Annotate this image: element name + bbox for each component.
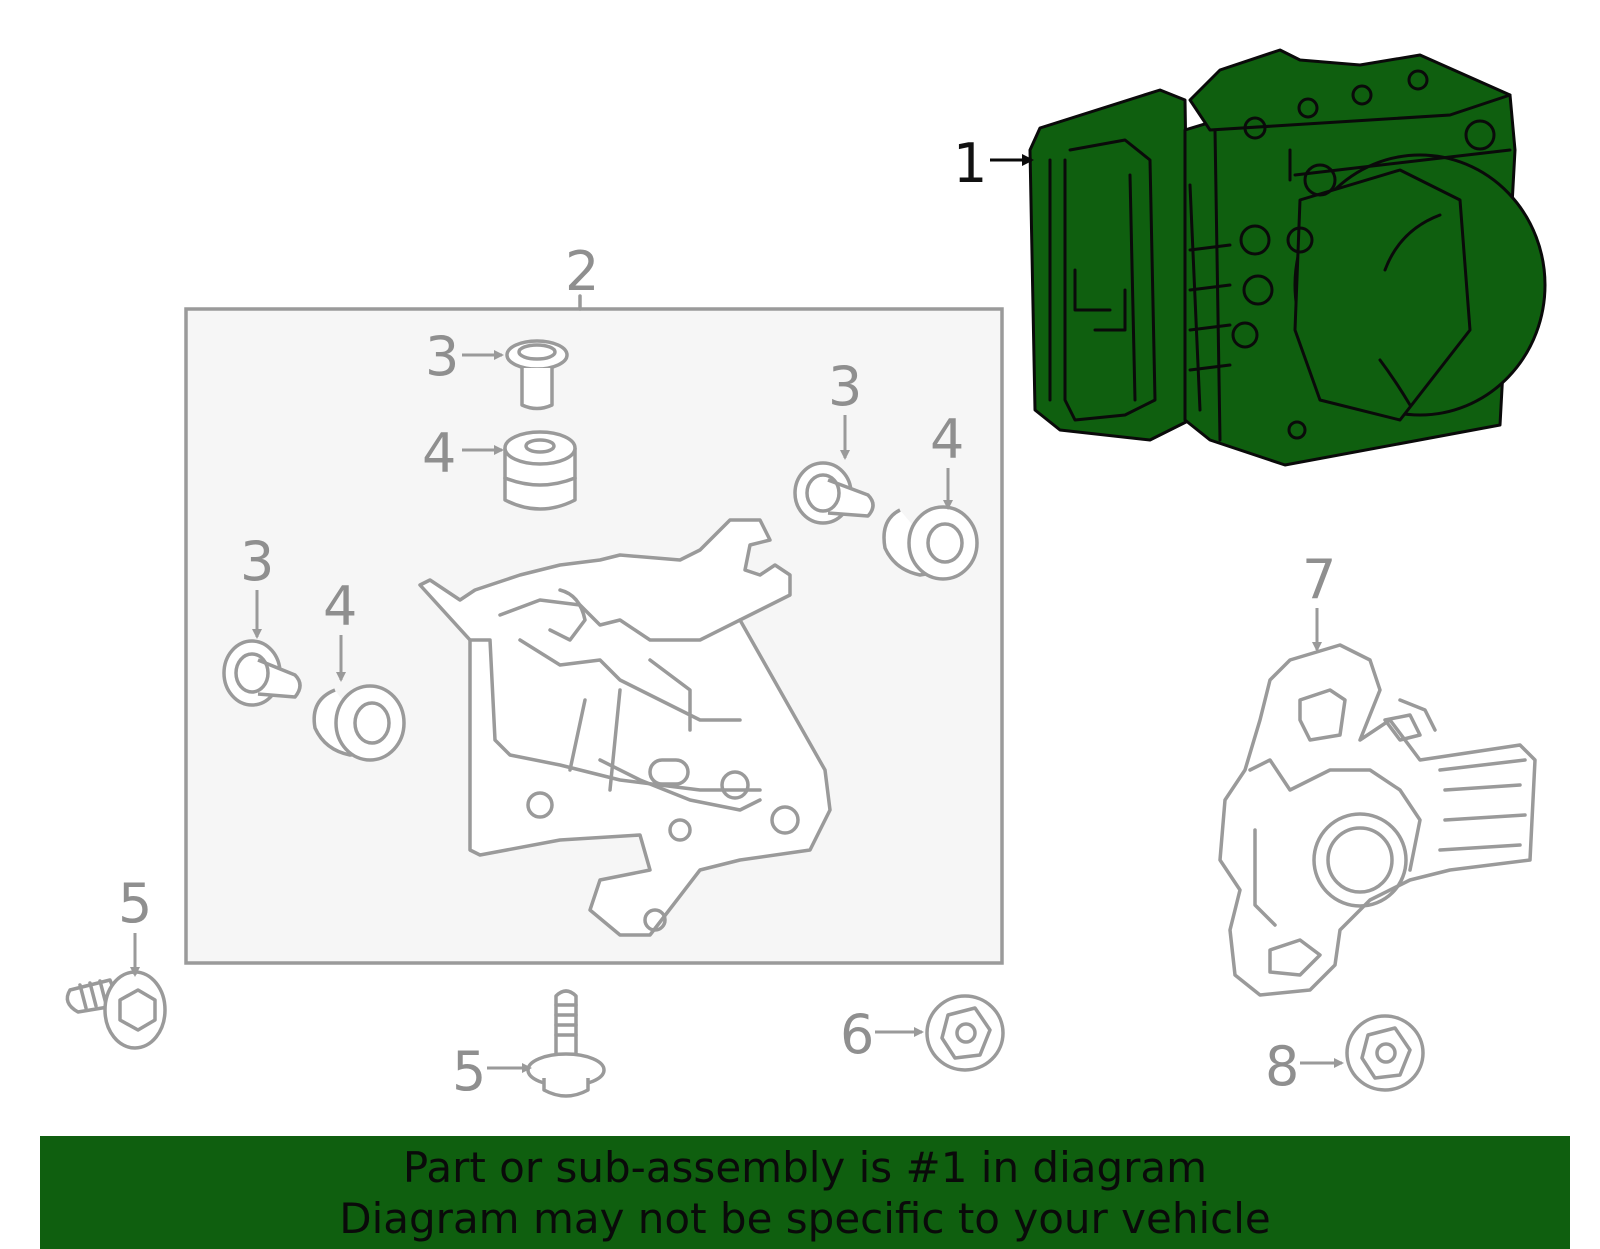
callout-3-left: 3	[240, 530, 274, 593]
part-6-flange-nut[interactable]	[925, 994, 1005, 1072]
callout-4-right: 4	[930, 408, 964, 471]
part-4-grommet-left[interactable]	[312, 684, 406, 762]
callout-4-top: 4	[422, 422, 456, 485]
part-5-bolt-bottom[interactable]	[526, 989, 606, 1098]
banner-line-2: Diagram may not be specific to your vehi…	[339, 1194, 1271, 1243]
callout-8: 8	[1265, 1035, 1299, 1098]
part-3-sleeve-right[interactable]	[793, 461, 875, 525]
info-banner: Part or sub-assembly is #1 in diagram Di…	[40, 1136, 1570, 1249]
part-3-sleeve-top[interactable]	[505, 339, 569, 411]
leader-lines	[130, 154, 1344, 1073]
callout-3-right: 3	[828, 355, 862, 418]
callout-3-top: 3	[425, 325, 459, 388]
callout-1: 1	[953, 132, 987, 195]
callout-4-left: 4	[323, 575, 357, 638]
callout-5-left: 5	[118, 872, 152, 935]
part-7-sensor[interactable]	[1218, 643, 1537, 997]
banner-line-1: Part or sub-assembly is #1 in diagram	[402, 1143, 1208, 1192]
callout-6: 6	[840, 1003, 874, 1066]
part-4-grommet-top[interactable]	[503, 430, 577, 511]
part-3-sleeve-left[interactable]	[222, 639, 302, 707]
part-5-bolt-left[interactable]	[65, 970, 167, 1050]
callout-7: 7	[1302, 548, 1336, 611]
part-8-nut[interactable]	[1345, 1014, 1425, 1092]
callout-2: 2	[565, 240, 599, 303]
part-1-abs-actuator[interactable]	[1028, 48, 1547, 467]
callout-5-bottom: 5	[452, 1040, 486, 1103]
part-2-bracket[interactable]	[418, 518, 832, 937]
